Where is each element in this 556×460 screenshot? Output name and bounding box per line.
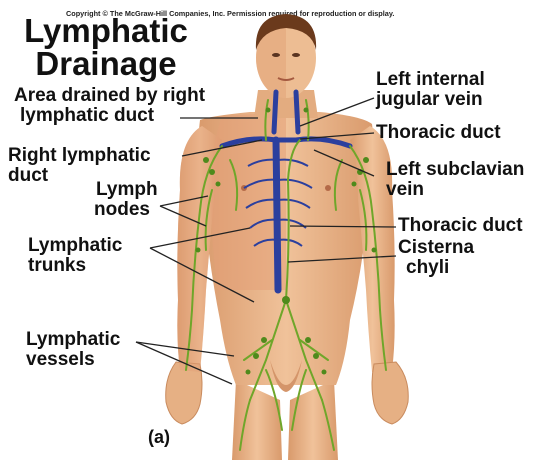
label-right-lymphatic-duct-line-1: Right lymphatic [8,146,151,166]
label-thoracic-duct-upper: Thoracic duct [376,123,501,143]
label-thoracic-duct-lower: Thoracic duct [398,216,523,236]
label-left-subclavian-line-2: vein [386,180,524,200]
label-left-subclavian-vein: Left subclavian vein [386,160,524,200]
label-cisterna-chyli-line-2: chyli [406,258,474,278]
label-lymphatic-trunks-line-1: Lymphatic [28,236,122,256]
left-internal-jugular-vein [296,92,298,132]
label-cisterna-chyli-line-1: Cisterna [398,238,474,258]
label-lymphatic-vessels-line-1: Lymphatic [26,330,120,350]
figure-title: Lymphatic Drainage [16,14,196,80]
label-lymph-nodes-line-1: Lymph [96,180,158,200]
label-area-drained-line-2: lymphatic duct [20,106,205,126]
label-left-internal-jugular-vein: Left internal jugular vein [376,70,485,110]
title-line-1: Lymphatic [16,14,196,47]
label-lymph-nodes-line-2: nodes [94,200,158,220]
left-hand [372,362,408,424]
right-leg [288,380,338,460]
label-lymph-nodes: Lymph nodes [94,180,158,220]
right-internal-jugular-vein [274,92,276,132]
panel-label: (a) [148,427,170,448]
label-area-drained: Area drained by right lymphatic duct [14,86,205,126]
label-cisterna-chyli: Cisterna chyli [398,238,474,278]
label-lymphatic-trunks-line-2: trunks [28,256,122,276]
label-lymphatic-vessels-line-2: vessels [26,350,120,370]
label-lymphatic-trunks: Lymphatic trunks [28,236,122,276]
label-lymphatic-vessels: Lymphatic vessels [26,330,120,370]
label-left-internal-jugular-line-2: jugular vein [376,90,485,110]
right-eye [292,53,300,57]
label-left-subclavian-line-1: Left subclavian [386,160,524,180]
label-area-drained-line-1: Area drained by right [14,86,205,106]
label-left-internal-jugular-line-1: Left internal [376,70,485,90]
title-line-2: Drainage [16,47,196,80]
left-nipple [325,185,331,191]
left-eye [272,53,280,57]
superior-vena-cava [276,140,278,290]
